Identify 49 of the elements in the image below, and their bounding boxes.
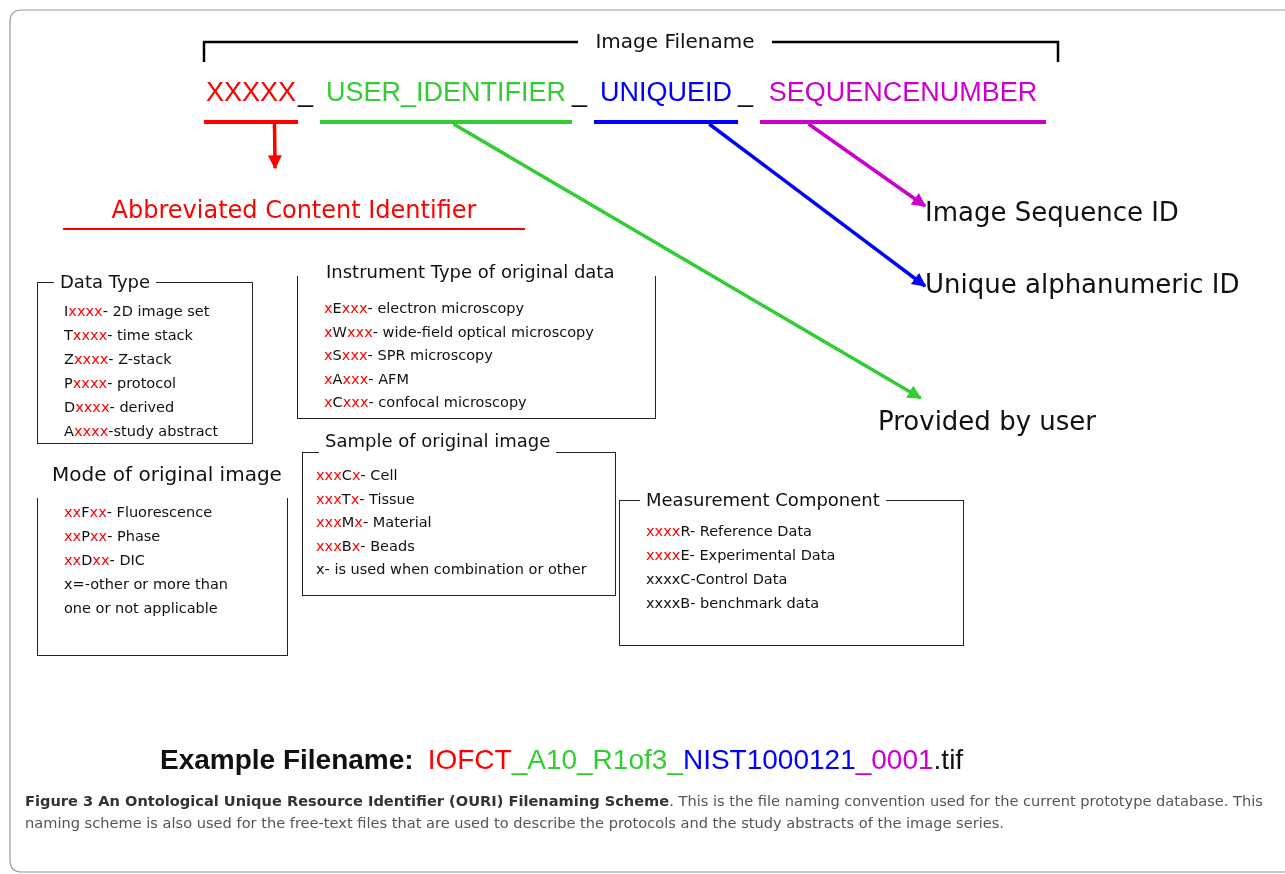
code-line: xxxCx- Cell [316,466,398,485]
example-part: .tif [933,743,964,777]
separator: _ [298,76,315,109]
code-line: x- is used when combination or other [316,560,587,579]
code-line: xxxxC-Control Data [646,570,788,589]
arrow [267,123,282,170]
example-part: IOFCT [427,743,512,777]
description-text: Provided by user [878,398,1128,444]
code-line: Pxxxx- protocol [64,374,177,393]
code-line: xxxBx- Beads [316,536,415,556]
code-line: xxFxx- Fluorescence [64,503,214,522]
code-line: xSxxx- SPR microscopy [324,346,493,365]
code-line: xExxx- electron microscopy [324,299,525,318]
code-line: xCxxx- confocal microscopy [324,393,527,412]
code-line: Zxxxx- Z-stack [64,350,172,369]
example-part: _0001 [855,743,934,777]
arrow [452,122,922,400]
example-part: _A10_R1of3_ [511,743,683,777]
arrow [708,122,927,288]
box-heading: Instrument Type of original data [325,260,616,284]
code-line: Dxxxx- derived [64,398,175,417]
code-line: xxPxx- Phase [64,527,162,546]
code-line: xxxMx- Material [316,513,432,532]
code-line: xxxxE- Experimental Data [646,546,836,565]
code-line: Txxxx- time stack [64,326,193,345]
code-line: Axxxx-study abstract [64,422,219,441]
bracket-label: Image Filename [594,28,756,55]
description-text: Image Sequence ID [925,192,1215,232]
filename-segment: SEQUENCENUMBER [760,72,1046,124]
separator: _ [738,76,755,109]
code-line: xxxxB- benchmark data [646,594,820,613]
code-line: x=-other or more than one or not applicable [64,575,230,618]
filename-segment: UNIQUEID [594,72,738,124]
identifier-heading: Abbreviated Content Identifier [63,168,525,230]
description-text: Unique alphanumeric ID [925,264,1283,304]
filename-segment: USER_IDENTIFIER [320,72,572,124]
separator: _ [572,76,589,109]
code-line: xxxTx- Tissue [316,489,415,509]
box-heading: Mode of original image [51,462,283,486]
arrow [807,122,927,208]
example-part: NIST1000121 [682,743,856,777]
code-line: Ixxxx- 2D image set [64,302,210,321]
filename-segment: XXXXX [204,72,298,124]
figure-caption: Figure 3 An Ontological Unique Resource Identifier (OURI) Filenaming Scheme. This is the file naming convention used for the current prototype database. This naming scheme is also used for the free-text files that are used to describe the protocols and the study abstracts of the image series. [25,791,1264,833]
code-line: xxxxR- Reference Data [646,522,812,541]
code-line: xxDxx- DIC [64,551,146,570]
example-label: Example Filename: [160,743,414,777]
code-line: xWxxx- wide-field optical microscopy [324,322,594,342]
code-line: xAxxx- AFM [324,369,409,389]
